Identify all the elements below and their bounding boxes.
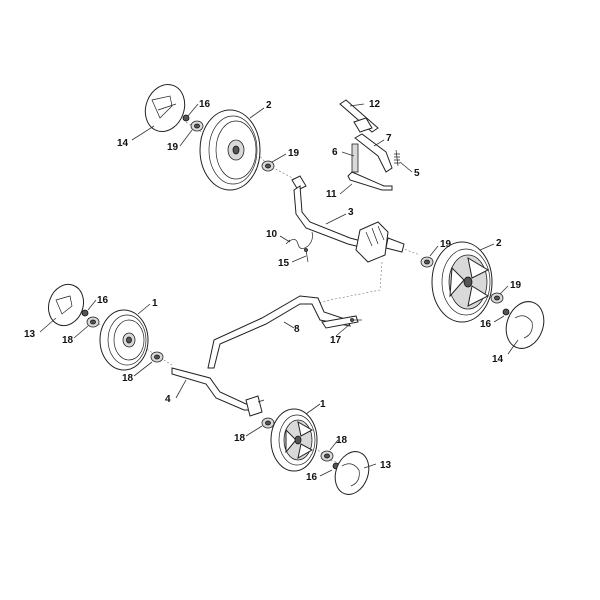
callout-13-left: 13 [24,329,36,340]
bearing-18-left-inner [150,351,164,363]
callout-18-left: 18 [62,335,74,346]
callout-10: 10 [266,229,278,240]
hubcap-13-left [47,283,85,327]
bearing-19-top-left [190,120,204,132]
callout-6: 6 [332,147,338,158]
callout-8: 8 [294,324,300,335]
callout-2-right: 2 [496,238,502,249]
wheel-1-bottom [270,408,318,472]
callout-15: 15 [278,258,290,269]
callout-5: 5 [414,168,420,179]
wheel-2-top [199,109,261,191]
callout-16-right: 16 [480,319,492,330]
rear-axle-3 [291,175,405,263]
pin-17 [350,318,362,322]
wheel-1-left [99,309,149,371]
nut-16-left [81,309,89,317]
callout-11: 11 [326,189,337,200]
bearing-18-bottom-left [261,417,275,429]
callout-4: 4 [165,394,171,405]
callout-18-left-inner: 18 [122,373,134,384]
bearing-18-left [86,316,100,328]
bearing-19-right [420,256,434,268]
callout-19-right: 19 [440,239,452,250]
bearing-19-top-right [261,160,275,172]
callout-13-bottom: 13 [380,460,392,471]
callout-14-top: 14 [117,138,129,149]
callout-12: 12 [369,99,381,110]
front-axle-4 [171,367,265,417]
nut-16-top [182,114,190,122]
hubcap-14-top [144,84,186,132]
spring-10 [285,231,313,249]
callout-19-right-outer: 19 [510,280,522,291]
callout-3: 3 [348,207,354,218]
wheel-2-right [431,241,493,323]
hubcap-14-right [505,301,545,349]
callout-16-top: 16 [199,99,211,110]
callout-16-left: 16 [97,295,109,306]
callout-17: 17 [330,335,342,346]
spring-6 [351,143,359,173]
callout-1-left: 1 [152,298,158,309]
callout-16-bottom: 16 [306,472,318,483]
hubcap-13-bottom [334,451,370,495]
callout-7: 7 [386,133,392,144]
height-rod-8 [207,295,359,369]
callout-2-top: 2 [266,100,272,111]
bracket-11 [347,171,393,191]
spring-5 [394,149,400,167]
lever-12 [339,99,379,133]
callout-14-right: 14 [492,354,504,365]
callout-labels: 12 7 6 5 11 3 10 15 16 2 14 19 19 19 2 1… [24,99,522,483]
nut-16-right [502,308,510,316]
pin-15 [304,248,309,263]
callout-19-top-right: 19 [288,148,300,159]
callout-18-bottom-left: 18 [234,433,246,444]
callout-1-bottom: 1 [320,399,326,410]
bearing-19-right-outer [490,292,504,304]
callout-19-top-left: 19 [167,142,179,153]
leader-lines [39,103,519,477]
callout-18-bottom-right: 18 [336,435,348,446]
bearing-18-bottom-right [320,450,334,462]
spring-plate-7 [354,133,393,173]
